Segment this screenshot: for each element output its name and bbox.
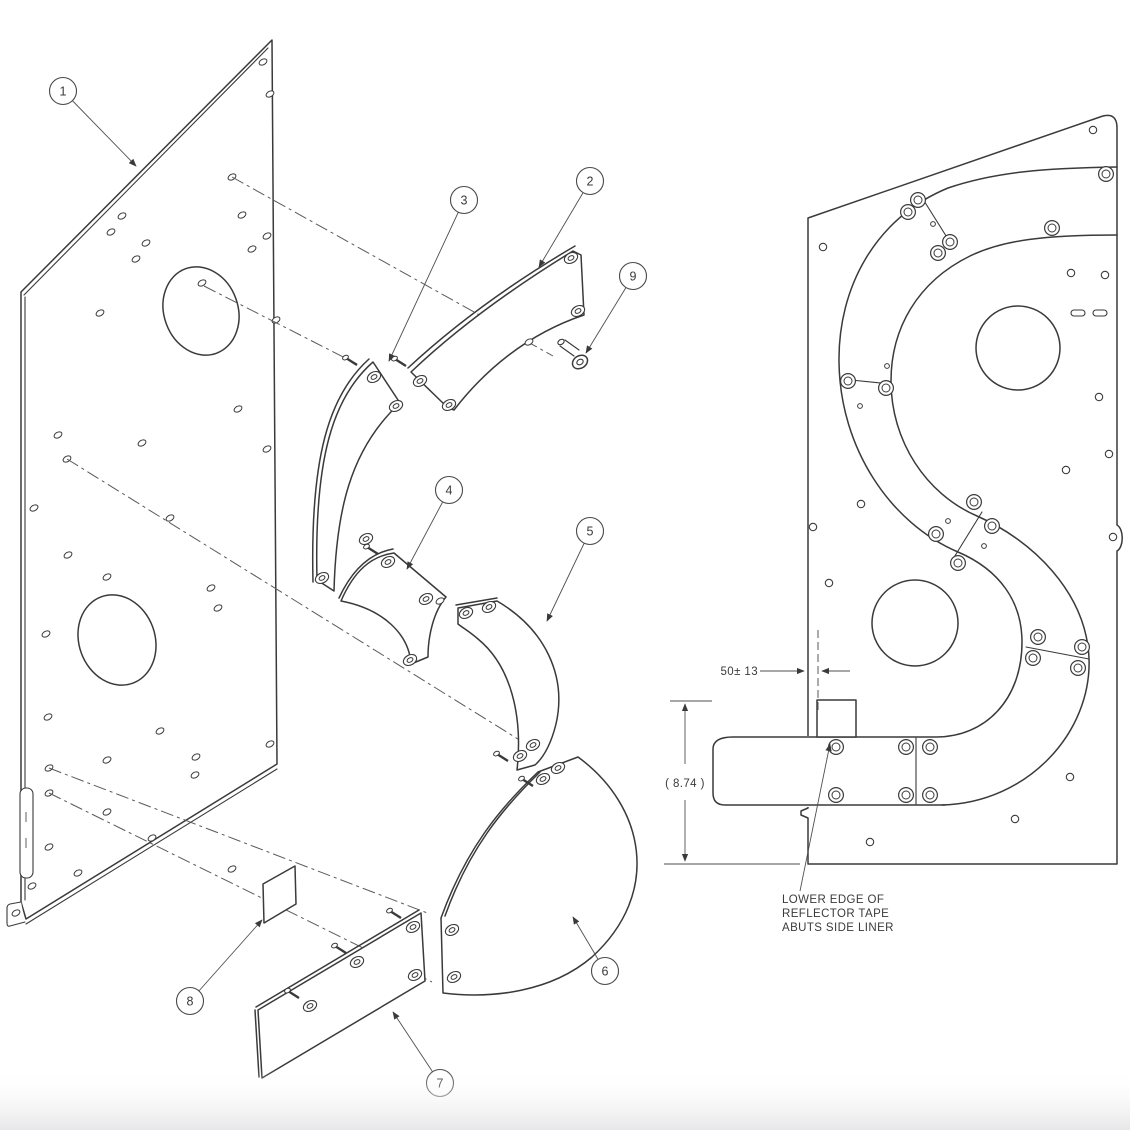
balloon-5: 5 <box>575 516 605 546</box>
svg-text:( 8.74 ): ( 8.74 ) <box>665 778 705 790</box>
assembled-panel-holes <box>808 125 1118 847</box>
side-liner-panel <box>6 39 282 927</box>
svg-text:9: 9 <box>630 270 637 284</box>
segment-4 <box>338 542 447 669</box>
balloon-2: 2 <box>575 166 605 196</box>
panel-large-hole-upper <box>162 266 240 356</box>
balloon-6: 6 <box>590 956 620 986</box>
svg-text:LOWER EDGE OF: LOWER EDGE OF <box>782 894 884 906</box>
svg-text:2: 2 <box>587 175 594 189</box>
svg-text:3: 3 <box>461 194 468 208</box>
reflector-tape-exploded <box>262 865 297 924</box>
assembled-large-hole-lower <box>871 579 959 667</box>
screw-9 <box>557 338 589 370</box>
reflector-tape-installed <box>816 699 857 738</box>
assembled-view: 50± 13 ( 8.74 ) LOWER EDGE OF REFLECTOR … <box>664 114 1123 934</box>
exploded-view: 1 2 3 4 5 6 7 8 9 <box>6 39 648 1098</box>
assembled-panel <box>800 114 1123 865</box>
dimension-vertical: ( 8.74 ) <box>664 700 800 865</box>
note-leader <box>799 743 832 892</box>
segment-7 <box>254 906 426 1079</box>
balloon-4: 4 <box>434 475 464 505</box>
svg-text:ABUTS SIDE LINER: ABUTS SIDE LINER <box>782 922 894 934</box>
note-reflector-tape: LOWER EDGE OF REFLECTOR TAPE ABUTS SIDE … <box>782 743 894 934</box>
panel-large-hole-lower <box>77 594 157 686</box>
svg-text:5: 5 <box>587 525 594 539</box>
svg-text:6: 6 <box>602 965 609 979</box>
segment-5 <box>455 597 560 771</box>
segment-3 <box>311 353 406 592</box>
segment-2 <box>389 245 588 414</box>
assembled-large-hole-upper <box>975 305 1061 391</box>
page-fade <box>0 1068 1130 1130</box>
balloon-9: 9 <box>618 261 648 291</box>
balloon-8: 8 <box>175 986 205 1016</box>
balloon-1: 1 <box>48 76 78 106</box>
svg-text:50± 13: 50± 13 <box>721 666 759 678</box>
svg-text:4: 4 <box>446 484 453 498</box>
svg-text:8: 8 <box>187 995 194 1009</box>
svg-text:1: 1 <box>60 85 67 99</box>
segment-6 <box>440 756 638 996</box>
dimension-horizontal: 50± 13 <box>721 630 850 714</box>
svg-text:REFLECTOR TAPE: REFLECTOR TAPE <box>782 908 889 920</box>
balloon-3: 3 <box>449 185 479 215</box>
